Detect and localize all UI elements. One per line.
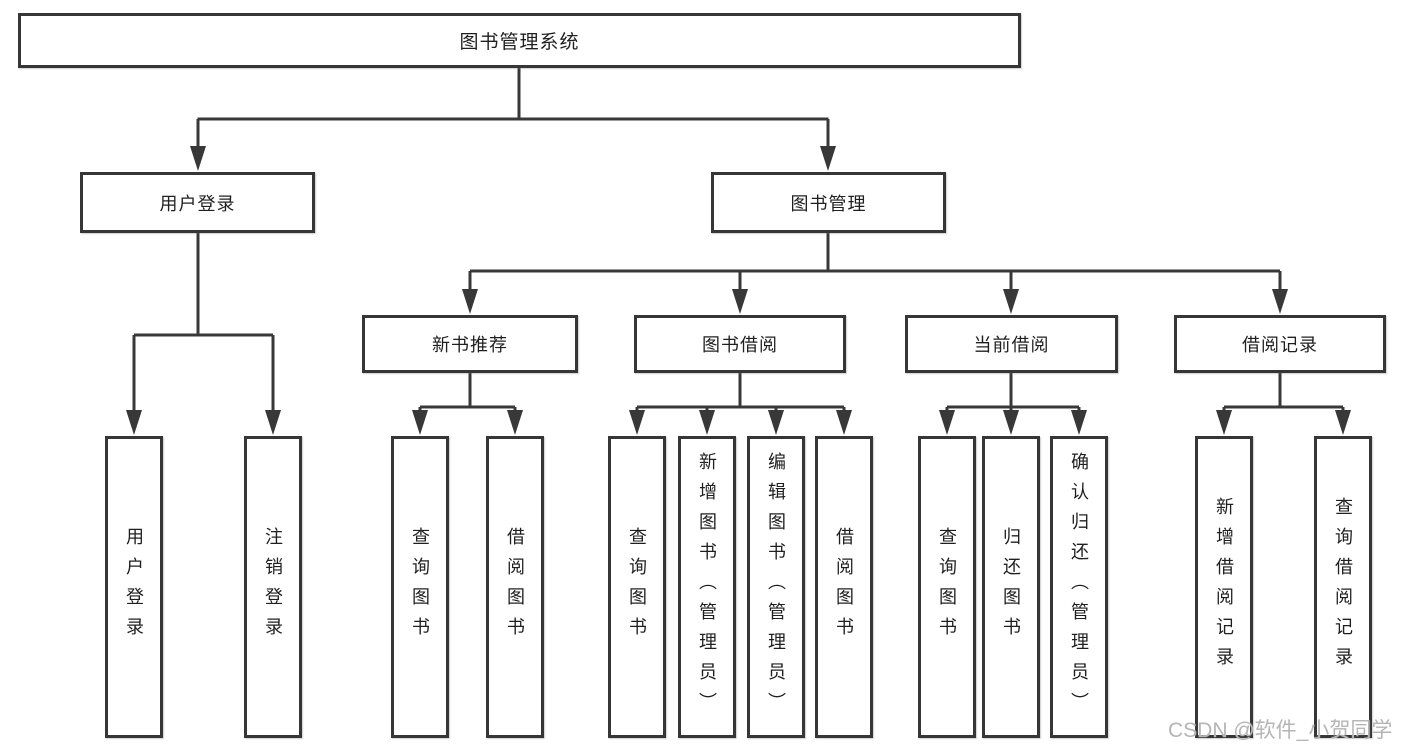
node-borrow-record: 借阅记录: [1174, 315, 1386, 373]
leaf-current-confirm-return-admin-label: 确认归还（管理员）: [1069, 452, 1089, 722]
connector-book-borrow-branch: [629, 373, 852, 435]
node-library-system: 图书管理系统: [18, 13, 1021, 68]
leaf-current-return-books-label: 归还图书: [1001, 527, 1021, 647]
leaf-newbook-query-books: 查询图书: [391, 436, 449, 738]
csdn-watermark: CSDN @软件_小贺同学: [1168, 719, 1393, 742]
connector-user-login-branch: [126, 233, 281, 435]
leaf-current-return-books: 归还图书: [982, 436, 1040, 738]
node-user-login: 用户登录: [80, 172, 315, 233]
node-new-book-recommend: 新书推荐: [362, 315, 578, 373]
connector-root-to-level2: [190, 68, 836, 171]
leaf-record-add-borrow-record-label: 新增借阅记录: [1214, 497, 1234, 677]
node-new-book-recommend-label: 新书推荐: [432, 335, 508, 355]
leaf-borrow-borrow-books: 借阅图书: [815, 436, 873, 738]
leaf-newbook-borrow-books-label: 借阅图书: [505, 527, 525, 647]
node-library-system-label: 图书管理系统: [459, 32, 580, 53]
leaf-borrow-edit-books-admin: 编辑图书（管理员）: [747, 436, 805, 738]
node-user-login-label: 用户登录: [159, 193, 236, 214]
leaf-logout-label: 注销登录: [263, 527, 283, 647]
leaf-newbook-borrow-books: 借阅图书: [486, 436, 544, 738]
leaf-current-query-books-label: 查询图书: [937, 527, 957, 647]
leaf-newbook-query-books-label: 查询图书: [410, 527, 430, 647]
leaf-current-confirm-return-admin: 确认归还（管理员）: [1050, 436, 1108, 738]
leaf-borrow-borrow-books-label: 借阅图书: [834, 527, 854, 647]
leaf-borrow-add-books-admin-label: 新增图书（管理员）: [697, 452, 717, 722]
node-current-borrow-label: 当前借阅: [973, 335, 1050, 355]
leaf-borrow-edit-books-admin-label: 编辑图书（管理员）: [766, 452, 786, 722]
leaf-record-add-borrow-record: 新增借阅记录: [1195, 436, 1253, 738]
node-book-borrow: 图书借阅: [634, 315, 846, 373]
connector-new-book-branch: [412, 373, 523, 435]
leaf-borrow-query-books-label: 查询图书: [627, 527, 647, 647]
leaf-user-login: 用户登录: [105, 436, 163, 738]
leaf-current-query-books: 查询图书: [918, 436, 976, 738]
leaf-logout: 注销登录: [244, 436, 302, 738]
connector-current-borrow-branch: [939, 373, 1087, 435]
leaf-borrow-query-books: 查询图书: [608, 436, 666, 738]
node-book-borrow-label: 图书借阅: [702, 335, 778, 355]
node-borrow-record-label: 借阅记录: [1242, 335, 1318, 355]
leaf-record-query-borrow-record: 查询借阅记录: [1314, 436, 1372, 738]
leaf-record-query-borrow-record-label: 查询借阅记录: [1333, 497, 1353, 677]
connector-borrow-record-branch: [1216, 373, 1351, 435]
node-book-management: 图书管理: [711, 172, 946, 233]
leaf-borrow-add-books-admin: 新增图书（管理员）: [678, 436, 736, 738]
connector-book-mgmt-branch: [462, 233, 1288, 314]
node-book-management-label: 图书管理: [790, 193, 867, 214]
leaf-user-login-label: 用户登录: [124, 527, 144, 647]
node-current-borrow: 当前借阅: [905, 315, 1118, 373]
